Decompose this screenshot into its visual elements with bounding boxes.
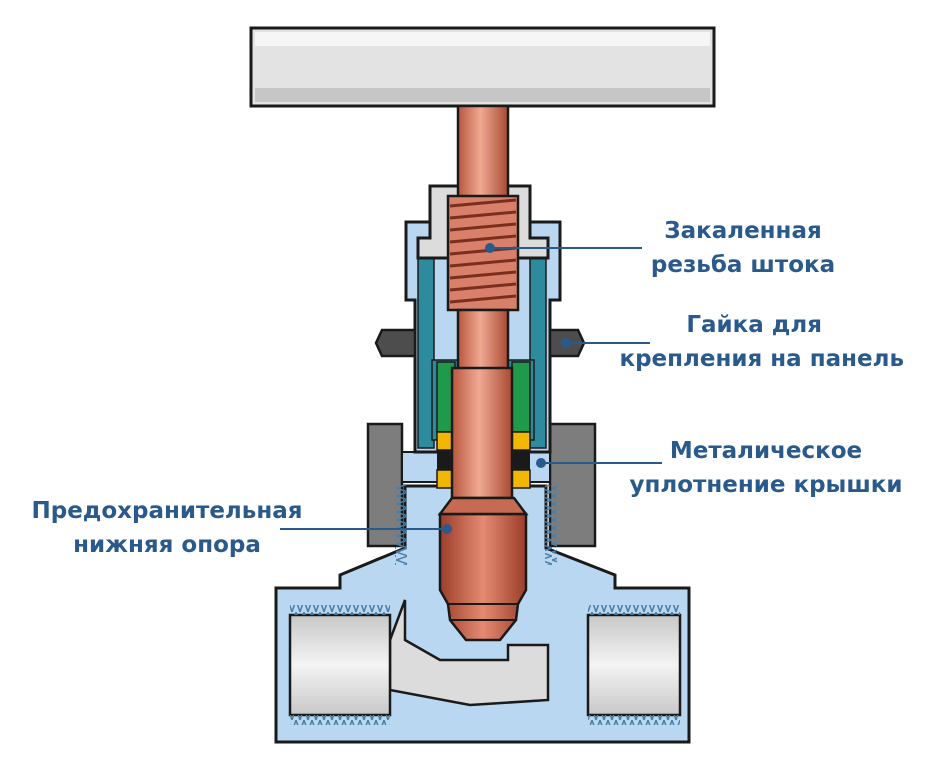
callout-lower-support: Предохранительная нижняя опора	[12, 494, 322, 562]
leader-dots	[442, 243, 571, 534]
dot-metal-seal	[536, 458, 546, 468]
inlet-port	[288, 605, 392, 725]
leader-lines	[280, 247, 662, 530]
outlet-port	[586, 605, 682, 725]
valve-stem	[446, 104, 520, 500]
metal-seal-gaskets	[436, 431, 531, 489]
callout-metal-seal-line1: Металическое	[669, 438, 863, 464]
callout-panel-nut-line2: крепления на панель	[619, 346, 904, 372]
dot-panel-nut	[561, 338, 571, 348]
callout-thread-line2: резьба штока	[650, 252, 836, 278]
lower-support-tip	[437, 496, 529, 642]
callout-panel-nut-line1: Гайка для	[686, 312, 822, 338]
dot-thread	[485, 243, 495, 253]
callout-lower-support-line2: нижняя опора	[73, 532, 261, 558]
callout-metal-seal-line2: уплотнение крышки	[629, 472, 903, 498]
callout-lower-support-line1: Предохранительная	[31, 498, 303, 524]
dot-lower-support	[442, 524, 452, 534]
callout-metal-seal: Металическое уплотнение крышки	[606, 434, 926, 502]
callout-thread: Закаленная резьба штока	[638, 214, 848, 282]
handle-bar	[249, 26, 716, 108]
callout-thread-line1: Закаленная	[664, 218, 822, 244]
callout-panel-nut: Гайка для крепления на панель	[560, 308, 904, 376]
